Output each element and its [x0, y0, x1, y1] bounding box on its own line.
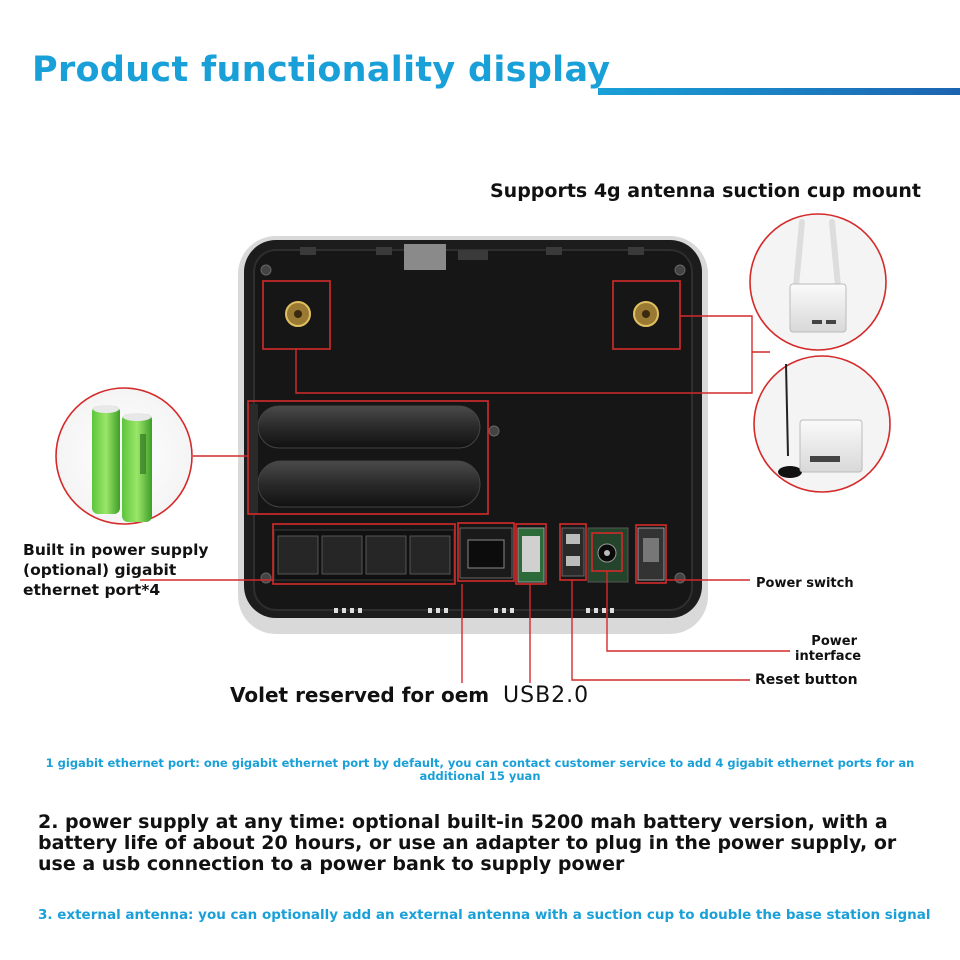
router-bottom-view — [238, 236, 708, 634]
page-title: Product functionality display — [32, 50, 611, 90]
usb-port — [517, 527, 545, 583]
note-ethernet: 1 gigabit ethernet port: one gigabit eth… — [45, 756, 915, 783]
battery-compartment — [248, 404, 481, 514]
antenna-connector-right — [633, 301, 659, 327]
leader-lines — [140, 315, 790, 683]
usb-caption: USB2.0 — [503, 683, 590, 708]
battery-illustration — [55, 387, 193, 525]
oem-caption: Volet reserved for oem — [230, 683, 490, 707]
reset-button-caption: Reset button — [755, 672, 858, 688]
rj45-port — [459, 527, 513, 579]
highlight-boxes — [247, 280, 681, 585]
router-suction-antenna-illustration — [753, 355, 891, 493]
reset-buttons — [561, 527, 585, 577]
power-interface-caption: Power interface — [795, 634, 862, 664]
antenna-mount-caption: Supports 4g antenna suction cup mount — [490, 180, 921, 202]
ethernet-ports — [273, 529, 455, 581]
power-switch-slider — [637, 527, 665, 581]
power-switch-caption: Power switch — [756, 576, 854, 591]
note-power-supply: 2. power supply at any time: optional bu… — [38, 811, 897, 875]
antenna-connector-left — [285, 301, 311, 327]
title-underline — [598, 88, 960, 95]
note-external-antenna: 3. external antenna: you can optionally … — [38, 907, 931, 923]
router-antenna-illustration — [749, 213, 887, 351]
builtin-power-caption: Built in power supply (optional) gigabit… — [23, 541, 209, 599]
